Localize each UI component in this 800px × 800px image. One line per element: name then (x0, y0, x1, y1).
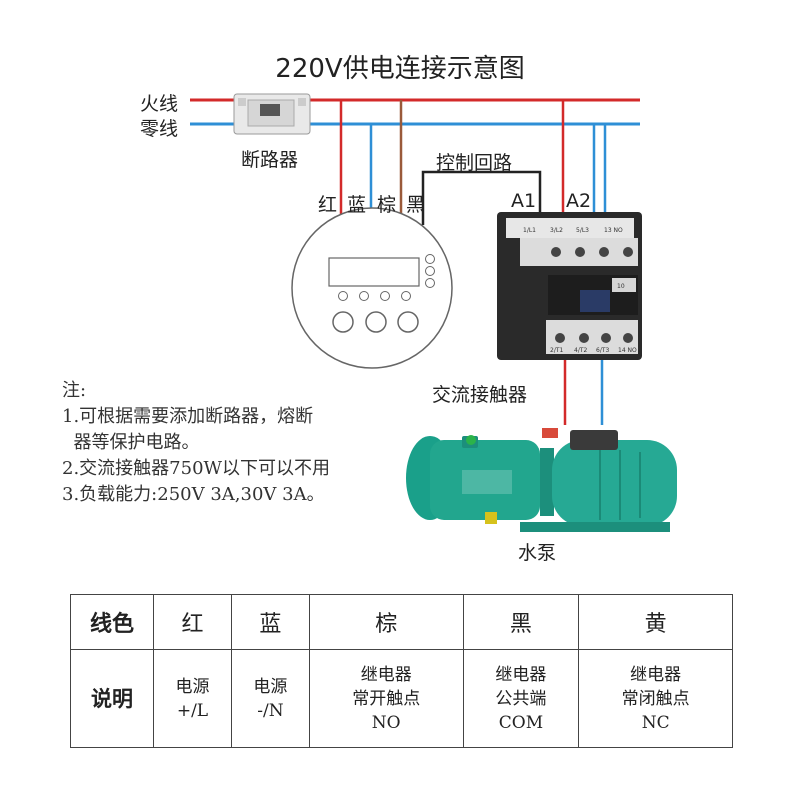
terminal-label: 5/L3 (576, 227, 589, 234)
controller-button-icon (365, 311, 387, 333)
cell-text: 常开触点 (352, 688, 421, 709)
table-cell: 继电器 公共端 COM (462, 649, 580, 748)
table-cell: 黄 (578, 594, 733, 650)
note-line: 器等保护电路。 (62, 432, 200, 453)
breaker-label: 断路器 (241, 149, 299, 171)
terminal-label: 6/T3 (596, 347, 610, 354)
wire-color-table: 线色 红 蓝 棕 黑 黄 说明 电源 +/L 电源 -/N 继电器 常开触点 N… (70, 594, 733, 748)
live-line-label: 火线 (140, 93, 179, 115)
controller-device (291, 207, 453, 369)
table-cell: 红 (153, 594, 232, 650)
pump-label: 水泵 (518, 542, 557, 564)
table-cell: 继电器 常闭触点 NC (578, 649, 733, 748)
indicator-led-icon (425, 266, 435, 276)
table-header-cell: 线色 (70, 594, 154, 650)
cell-text: NC (641, 712, 670, 733)
table-cell: 继电器 常开触点 NO (308, 649, 464, 748)
terminal-label: 4/T2 (574, 347, 588, 354)
terminal-label: 2/T1 (550, 347, 564, 354)
wire-label-blue: 蓝 (347, 194, 367, 216)
diagram-title: 220V供电连接示意图 (275, 54, 525, 84)
indicator-led-icon (425, 254, 435, 264)
contactor-icon (497, 212, 642, 360)
cell-text: 继电器 (495, 664, 547, 685)
controller-button-icon (397, 311, 419, 333)
table-cell: 黑 (462, 594, 580, 650)
terminal-a1-label: A1 (511, 190, 537, 212)
cell-text: 电源 (253, 676, 288, 697)
cell-text: +/L (176, 700, 209, 721)
cell-text: NO (371, 712, 401, 733)
table-cell: 电源 +/L (153, 649, 232, 748)
wire-label-brown: 棕 (377, 194, 397, 216)
controller-button-icon (332, 311, 354, 333)
cell-text: COM (498, 712, 544, 733)
terminal-label: 1/L1 (523, 227, 536, 234)
note-line: 2.交流接触器750W以下可以不用 (62, 458, 331, 479)
terminal-a2-label: A2 (566, 190, 592, 212)
wire-label-black: 黑 (406, 194, 426, 216)
control-loop-label: 控制回路 (436, 152, 513, 174)
table-row: 线色 红 蓝 棕 黑 黄 (70, 594, 733, 650)
wire-label-red: 红 (318, 194, 338, 216)
table-header-cell: 说明 (70, 649, 154, 748)
controller-display (328, 257, 420, 287)
contactor-label: 交流接触器 (432, 384, 528, 406)
cell-text: 公共端 (495, 688, 547, 709)
cell-text: -/N (257, 700, 284, 721)
cell-text: 继电器 (630, 664, 682, 685)
indicator-led-icon (425, 278, 435, 288)
note-line: 3.负载能力:250V 3A,30V 3A。 (62, 484, 325, 505)
terminal-label: 10 (617, 283, 625, 290)
notes: 注: 1.可根据需要添加断路器，熔断 器等保护电路。 2.交流接触器750W以下… (62, 378, 330, 508)
cell-text: 电源 (175, 676, 210, 697)
water-pump-icon (406, 428, 677, 532)
cell-text: 继电器 (360, 664, 412, 685)
cell-text: 常闭触点 (621, 688, 690, 709)
breaker-icon (233, 93, 311, 135)
black-control-wire (421, 170, 542, 225)
table-cell: 电源 -/N (230, 649, 310, 748)
notes-heading: 注: (62, 380, 87, 401)
neutral-line-label: 零线 (140, 118, 179, 140)
terminal-label: 14 NO (618, 347, 637, 354)
wiring-diagram: 1/L1 3/L2 5/L3 13 NO 10 2/T1 4/T2 6/T3 1… (190, 93, 677, 532)
note-line: 1.可根据需要添加断路器，熔断 (62, 406, 314, 427)
terminal-label: 13 NO (604, 227, 623, 234)
table-row: 说明 电源 +/L 电源 -/N 继电器 常开触点 NO 继电器 公共端 COM… (70, 649, 733, 748)
terminal-label: 3/L2 (550, 227, 563, 234)
table-cell: 棕 (308, 594, 464, 650)
table-cell: 蓝 (230, 594, 310, 650)
